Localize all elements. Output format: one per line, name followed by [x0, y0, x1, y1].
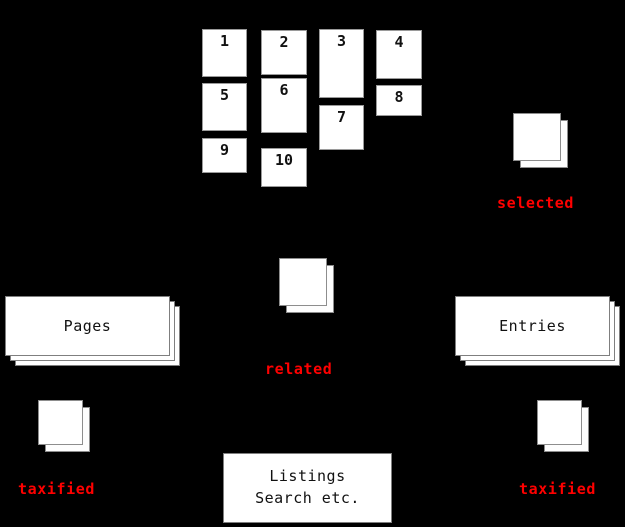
- entries-sheet-front: Entries: [455, 296, 610, 356]
- masonry-grid: 1 2 3 4 5 6 7 8 9 10: [0, 0, 625, 200]
- grid-tile-label: 6: [279, 81, 289, 99]
- grid-tile-2[interactable]: 2: [261, 30, 307, 75]
- related-caption: related: [265, 360, 333, 378]
- related-card-stack[interactable]: [279, 258, 335, 314]
- pages-sheet-front: Pages: [5, 296, 170, 356]
- grid-tile-label: 10: [274, 151, 294, 169]
- taxified-right-caption: taxified: [519, 480, 597, 498]
- stack-sheet-front: [38, 400, 83, 445]
- entries-label: Entries: [499, 317, 566, 335]
- listings-search-node[interactable]: Listings Search etc.: [223, 453, 392, 523]
- grid-tile-label: 5: [219, 86, 230, 104]
- pages-label: Pages: [63, 317, 112, 335]
- listings-label-line2: Search etc.: [255, 489, 360, 507]
- grid-tile-label: 9: [219, 141, 230, 159]
- grid-tile-label: 2: [279, 33, 289, 51]
- grid-tile-1[interactable]: 1: [202, 29, 247, 77]
- taxified-right-card-stack[interactable]: [537, 400, 590, 453]
- grid-tile-10[interactable]: 10: [261, 148, 307, 187]
- taxified-left-caption: taxified: [18, 480, 96, 498]
- selected-card-stack[interactable]: [513, 113, 569, 169]
- taxified-left-card-stack[interactable]: [38, 400, 91, 453]
- entries-node[interactable]: Entries: [455, 296, 625, 371]
- grid-tile-9[interactable]: 9: [202, 138, 247, 173]
- grid-tile-label: 1: [219, 32, 230, 50]
- grid-tile-4[interactable]: 4: [376, 30, 422, 79]
- listings-label-line1: Listings: [269, 467, 346, 486]
- pages-node[interactable]: Pages: [5, 296, 185, 371]
- grid-tile-6[interactable]: 6: [261, 78, 307, 133]
- grid-tile-8[interactable]: 8: [376, 85, 422, 116]
- grid-tile-label: 4: [394, 33, 404, 51]
- selected-caption: selected: [497, 194, 575, 212]
- grid-tile-3[interactable]: 3: [319, 29, 364, 98]
- grid-tile-label: 7: [336, 108, 347, 126]
- grid-tile-label: 3: [336, 32, 347, 50]
- grid-tile-5[interactable]: 5: [202, 83, 247, 131]
- stack-sheet-front: [537, 400, 582, 445]
- stack-sheet-front: [279, 258, 327, 306]
- grid-tile-label: 8: [394, 88, 404, 106]
- grid-tile-7[interactable]: 7: [319, 105, 364, 150]
- stack-sheet-front: [513, 113, 561, 161]
